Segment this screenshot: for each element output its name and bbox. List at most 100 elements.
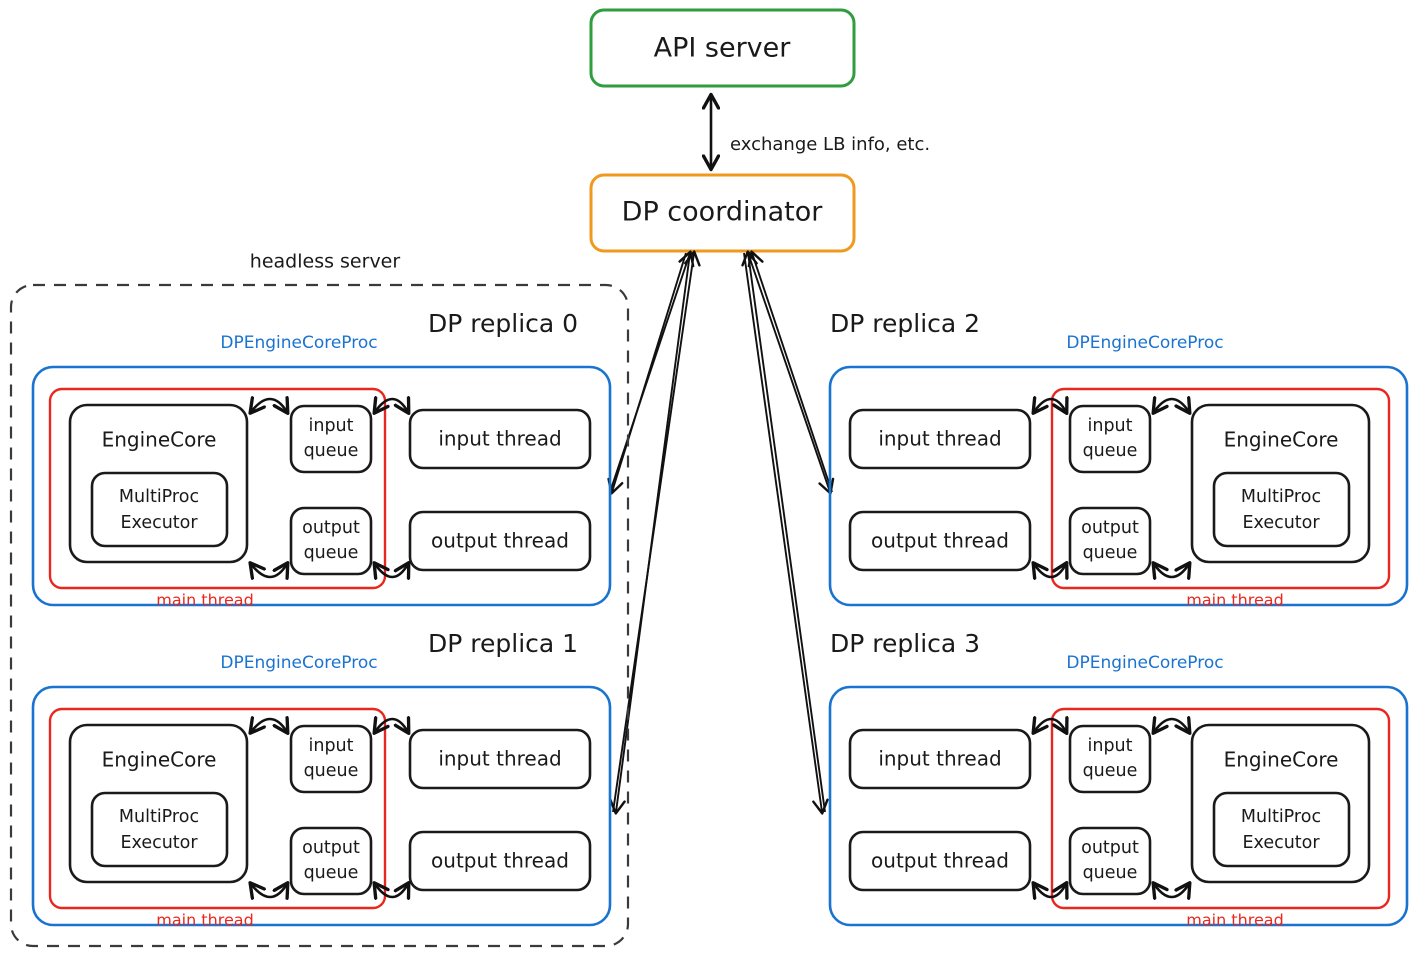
dp-replica-0-input-thread-box[interactable]	[408, 408, 592, 470]
headless-server-group: headless server	[9, 251, 630, 948]
dp-replica-2-title: DP replica 2	[830, 309, 980, 338]
dp-replica-3-input-queue-line1: input	[1087, 736, 1132, 756]
link-coordinator-replica-3-out	[743, 252, 829, 815]
dp-coordinator-node[interactable]: DP coordinator	[589, 173, 856, 253]
dp-replica-3-proc-label: DPEngineCoreProc	[1066, 653, 1223, 673]
dp-replica-3-multiproc-executor-box[interactable]	[1212, 791, 1351, 868]
dp-replica-0-main-thread-label: main thread	[156, 591, 254, 610]
link-coordinator-replica-2-out	[747, 252, 835, 495]
dp-replica-2-input-thread-label: input thread	[878, 427, 1001, 451]
dp-replica-0-proc-label: DPEngineCoreProc	[220, 333, 377, 353]
dp-replica-2-arc-inthread-inq	[1034, 399, 1066, 412]
dp-replica-3-arc-outq-core	[1154, 884, 1189, 897]
dp-replica-2-multiproc-executor-line2: Executor	[1242, 513, 1320, 533]
dp-replica-3-multiproc-executor-line1: MultiProc	[1241, 807, 1321, 827]
dp-replica-2-input-queue-line1: input	[1087, 416, 1132, 436]
dp-replica-3-arc-inq-core	[1154, 719, 1189, 732]
dp-replica-0-multiproc-executor-line2: Executor	[120, 513, 198, 533]
dp-replica-3-output-thread-box[interactable]	[848, 830, 1032, 892]
dp-replica-2-main-thread-label: main thread	[1186, 591, 1284, 610]
dp-replica-0-proc-box	[31, 365, 612, 607]
dp-coordinator-label: DP coordinator	[622, 197, 824, 228]
coordinator-api-edge: exchange LB info, etc.	[711, 96, 930, 168]
dp-replica-1-arc-outq-outthread	[375, 884, 408, 897]
dp-replica-0-main-thread-box	[48, 387, 387, 590]
dp-replica-0-multiproc-executor-line1: MultiProc	[119, 487, 199, 507]
dp-replica-3-main-thread-label: main thread	[1186, 911, 1284, 930]
dp-replica-1-multiproc-executor-box[interactable]	[90, 791, 229, 868]
dp-replica-0-multiproc-executor-box[interactable]	[90, 471, 229, 548]
dp-replica-1-arc-core-inq	[251, 719, 287, 732]
dp-replica-2-proc-box	[828, 365, 1409, 607]
dp-replica-1-multiproc-executor-line2: Executor	[120, 833, 198, 853]
link-coordinator-replica-1-in	[612, 250, 701, 813]
dp-replica-0-arc-core-outq	[251, 564, 287, 577]
link-coordinator-replica-2-in	[747, 250, 833, 493]
dp-replica-2-proc-label: DPEngineCoreProc	[1066, 333, 1223, 353]
headless-server-label: headless server	[250, 251, 401, 273]
dp-replica-1-multiproc-executor-line1: MultiProc	[119, 807, 199, 827]
dp-replica-1-output-queue-line2: queue	[304, 863, 359, 883]
dp-replica-1-output-thread-box[interactable]	[408, 830, 592, 892]
dp-replica-2: DP replica 2 DPEngineCoreProc main threa…	[828, 309, 1409, 610]
dp-replica-1: DP replica 1 DPEngineCoreProc main threa…	[31, 629, 612, 930]
dp-replica-3-input-queue-box[interactable]	[1068, 724, 1152, 794]
dp-replica-2-multiproc-executor-box[interactable]	[1212, 471, 1351, 548]
dp-replica-1-proc-box	[31, 685, 612, 927]
dp-replica-0-engine-core-label: EngineCore	[102, 428, 217, 452]
dp-replica-2-output-queue-box[interactable]	[1068, 506, 1152, 576]
dp-replica-0-output-queue-line2: queue	[304, 543, 359, 563]
dp-replica-1-input-queue-line2: queue	[304, 761, 359, 781]
dp-replica-0-arc-core-inq	[251, 399, 287, 412]
dp-replica-3-proc-box	[828, 685, 1409, 927]
dp-replica-0-input-thread-label: input thread	[438, 427, 561, 451]
dp-replica-1-output-queue-box[interactable]	[289, 826, 373, 896]
link-coordinator-replica-0-in	[609, 250, 695, 493]
dp-replica-1-input-thread-label: input thread	[438, 747, 561, 771]
dp-replica-1-main-thread-box	[48, 707, 387, 910]
dp-replica-2-multiproc-executor-line1: MultiProc	[1241, 487, 1321, 507]
coordinator-replica-links	[607, 250, 835, 815]
dp-replica-1-engine-core-label: EngineCore	[102, 748, 217, 772]
dp-replica-3-input-thread-box[interactable]	[848, 728, 1032, 790]
dp-replica-0: DP replica 0 DPEngineCoreProc main threa…	[31, 309, 612, 610]
dp-replica-2-input-queue-line2: queue	[1083, 441, 1138, 461]
dp-replica-2-main-thread-box	[1050, 387, 1391, 590]
dp-replica-2-input-queue-box[interactable]	[1068, 404, 1152, 474]
dp-replica-0-arc-outq-outthread	[375, 564, 408, 577]
dp-replica-2-arc-outthread-outq	[1034, 564, 1066, 577]
dp-replica-3-engine-core-label: EngineCore	[1224, 748, 1339, 772]
dp-replica-0-title: DP replica 0	[428, 309, 578, 338]
dp-replica-2-input-thread-box[interactable]	[848, 408, 1032, 470]
dp-replica-1-proc-label: DPEngineCoreProc	[220, 653, 377, 673]
dp-replica-3-output-queue-line1: output	[1081, 838, 1139, 858]
api-server-box	[589, 8, 856, 88]
dp-replica-2-output-thread-box[interactable]	[848, 510, 1032, 572]
dp-replica-2-output-queue-line1: output	[1081, 518, 1139, 538]
dp-replica-3-arc-outthread-outq	[1034, 884, 1066, 897]
api-server-node[interactable]: API server	[589, 8, 856, 88]
dp-replica-3-multiproc-executor-line2: Executor	[1242, 833, 1320, 853]
dp-replica-1-input-queue-box[interactable]	[289, 724, 373, 794]
dp-replica-1-main-thread-label: main thread	[156, 911, 254, 930]
dp-replica-3: DP replica 3 DPEngineCoreProc main threa…	[828, 629, 1409, 930]
dp-replica-2-arc-outq-core	[1154, 564, 1189, 577]
dp-replica-0-output-thread-box[interactable]	[408, 510, 592, 572]
link-coordinator-replica-3-in	[741, 250, 826, 813]
dp-replica-0-input-queue-line2: queue	[304, 441, 359, 461]
dp-replica-0-input-queue-line1: input	[308, 416, 353, 436]
dp-replica-0-output-queue-box[interactable]	[289, 506, 373, 576]
dp-replica-3-title: DP replica 3	[830, 629, 980, 658]
dp-replica-3-output-queue-line2: queue	[1083, 863, 1138, 883]
dp-replica-2-arc-inq-core	[1154, 399, 1189, 412]
dp-replica-1-arc-inq-inthread	[375, 719, 408, 732]
dp-replica-3-output-queue-box[interactable]	[1068, 826, 1152, 896]
dp-replica-0-arc-inq-inthread	[375, 399, 408, 412]
dp-replica-0-input-queue-box[interactable]	[289, 404, 373, 474]
dp-replica-0-output-thread-label: output thread	[431, 529, 569, 553]
dp-replica-1-input-thread-box[interactable]	[408, 728, 592, 790]
dp-replica-2-engine-core-label: EngineCore	[1224, 428, 1339, 452]
dp-replica-0-output-queue-line1: output	[302, 518, 360, 538]
dp-replica-3-arc-inthread-inq	[1034, 719, 1066, 732]
